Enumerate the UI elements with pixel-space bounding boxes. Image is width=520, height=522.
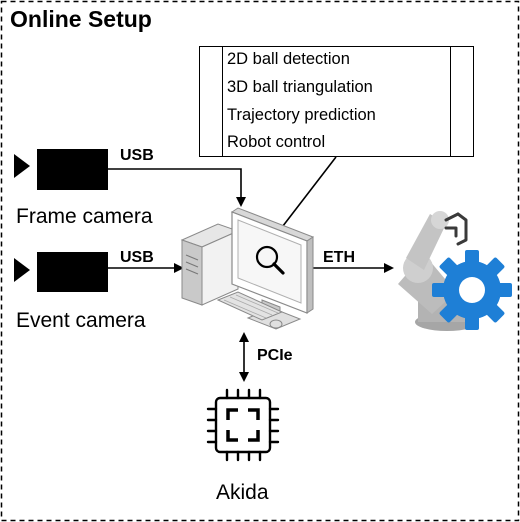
akida-label: Akida [216,481,269,504]
task-arrow [274,156,337,237]
frame-camera-icon [14,149,108,190]
frame-camera-label: Frame camera [16,205,153,228]
task-item: 3D ball triangulation [227,78,373,96]
pcie-label: PCIe [257,347,293,364]
chip-icon [206,388,280,462]
usb-frame-arrow [108,168,246,207]
computer-icon [180,207,315,330]
search-icon [255,245,285,275]
task-list: 2D ball detection 3D ball triangulation … [199,46,474,157]
task-item: 2D ball detection [227,50,350,68]
event-camera-label: Event camera [16,309,146,332]
task-list-left-bar [222,47,223,156]
eth-label: ETH [323,249,355,266]
usb-frame-label: USB [120,147,154,164]
task-item: Robot control [227,133,326,151]
gear-icon [432,250,512,330]
usb-event-label: USB [120,249,154,266]
task-item: Trajectory prediction [227,106,376,124]
task-list-right-bar [450,47,451,156]
diagram-title: Online Setup [10,6,152,32]
event-camera-icon [14,252,108,292]
